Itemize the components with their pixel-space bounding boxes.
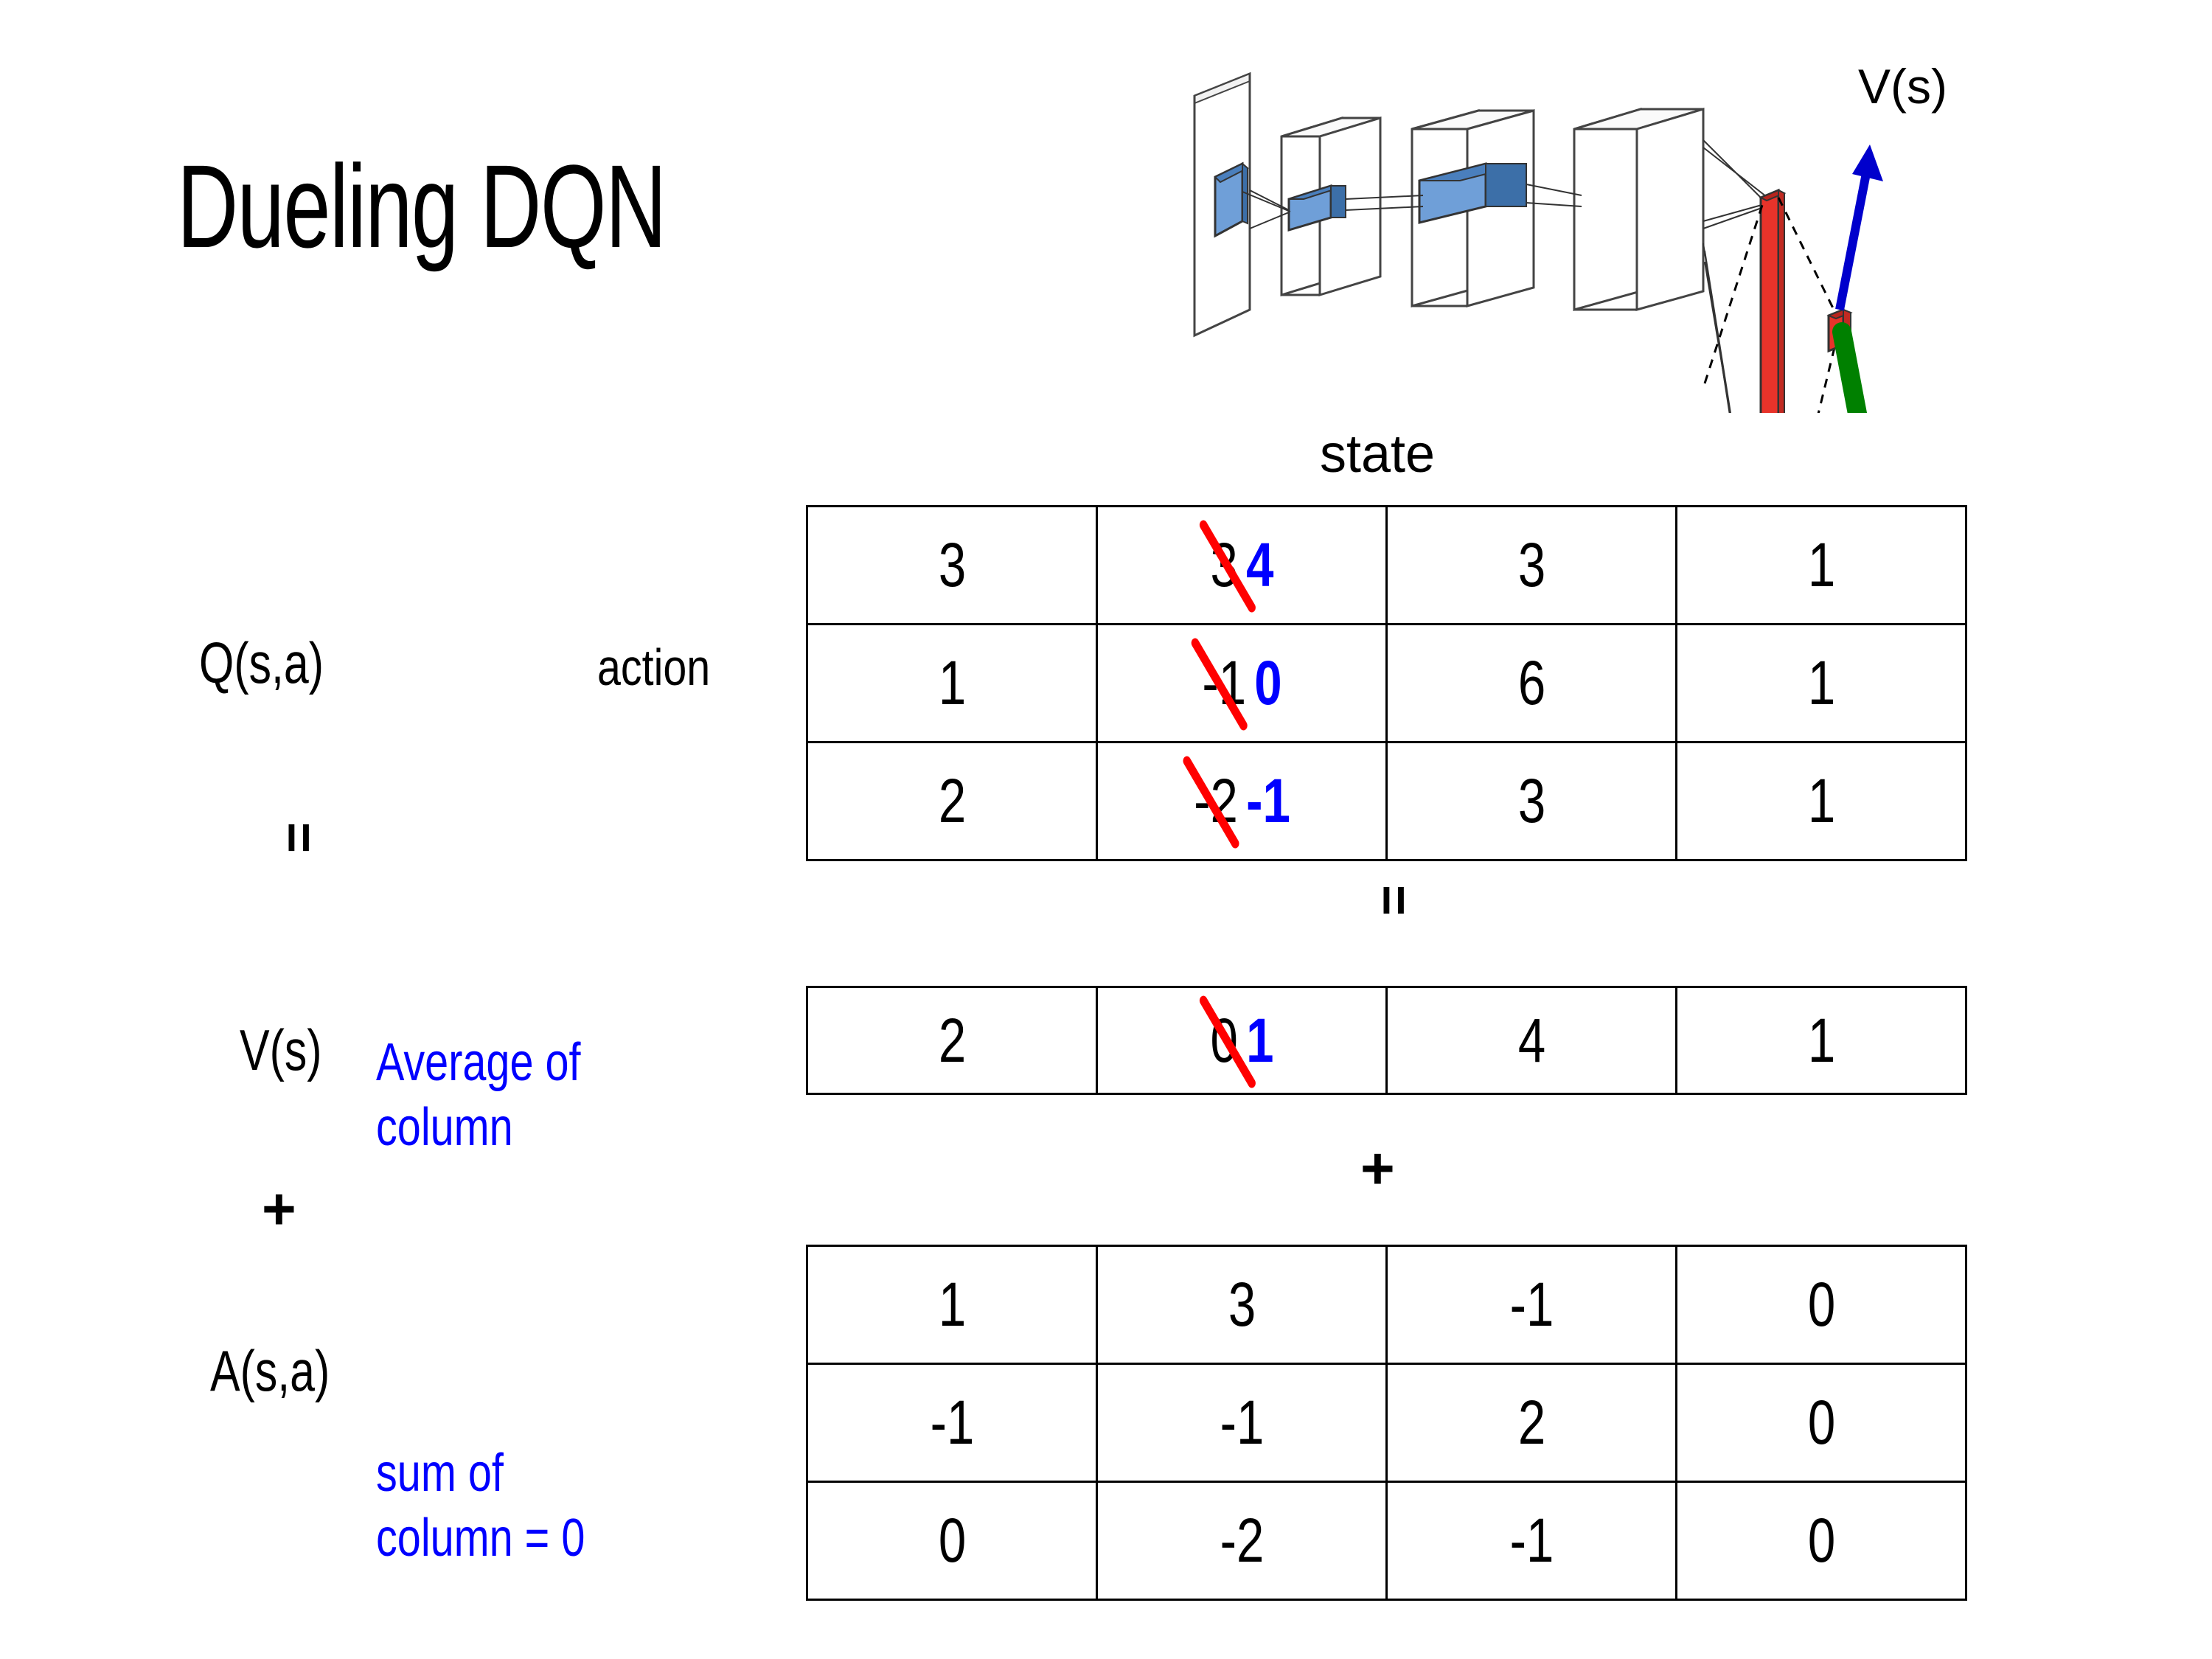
old-value: -2: [1182, 756, 1239, 849]
page-title: Dueling DQN: [177, 140, 667, 272]
q-cell-r2c2: 3: [1414, 741, 1649, 861]
v-cell-c1: 0 1: [1124, 986, 1359, 1095]
q-value-table: 3 3 4 3 1 1 -1: [806, 505, 1967, 861]
table-row: -1 -1 2 0: [807, 1363, 1966, 1483]
table-row: 2 0 1 4 1: [807, 986, 1966, 1095]
q-cell-r2c0: 2: [835, 741, 1069, 861]
value-dashed-lines: [1703, 197, 1839, 413]
v-cell-c2: 4: [1414, 986, 1649, 1095]
q-cell-r1c2: 6: [1414, 623, 1649, 743]
a-cell-r0c0: 1: [835, 1245, 1069, 1365]
table-row: 0 -2 -1 0: [807, 1481, 1966, 1601]
v-cell-c0: 2: [835, 986, 1069, 1095]
q-cell-r0c0: 3: [835, 505, 1069, 625]
v-cell-c3: 1: [1704, 986, 1938, 1095]
old-value: 0: [1199, 995, 1256, 1088]
state-axis-label: state: [1320, 425, 1436, 484]
diagram-v-label: V(s): [1858, 59, 1947, 114]
branch-lines: [1703, 147, 1770, 413]
new-value: 4: [1245, 530, 1273, 599]
a-value-table: 1 3 -1 0 -1 -1 2 0 0 -2 -1 0: [806, 1245, 1967, 1601]
q-cell-r0c2: 3: [1414, 505, 1649, 625]
table-row: 1 -1 0 6 1: [807, 623, 1966, 743]
q-function-label: Q(s,a): [199, 630, 324, 695]
value-arrow-icon: [1835, 145, 1883, 311]
combine-green-path: [1832, 322, 1868, 413]
equals-sign-left: =: [269, 821, 328, 854]
q-cell-r0c3: 1: [1704, 505, 1938, 625]
value-stream-bar-icon: [1759, 188, 1787, 413]
plus-sign-left: +: [262, 1176, 296, 1242]
old-value: 3: [1199, 520, 1256, 613]
action-axis-label: action: [597, 639, 711, 696]
table-row: 1 3 -1 0: [807, 1245, 1966, 1365]
input-plane-icon: [1193, 72, 1251, 338]
a-cell-r2c3: 0: [1704, 1481, 1938, 1601]
a-cell-r0c3: 0: [1704, 1245, 1938, 1365]
table-row: 3 3 4 3 1: [807, 505, 1966, 625]
conv-block-2-icon: [1411, 109, 1535, 307]
q-cell-r0c1: 3 4: [1124, 505, 1359, 625]
v-value-table: 2 0 1 4 1: [806, 986, 1967, 1095]
plus-sign-middle: +: [1360, 1135, 1395, 1201]
q-cell-r1c0: 1: [835, 623, 1069, 743]
annotation-sum-of-column: sum of column = 0: [376, 1444, 585, 1568]
annotation-average-of-column: Average of column: [376, 1033, 581, 1157]
a-cell-r0c2: -1: [1414, 1245, 1649, 1365]
a-function-label: A(s,a): [210, 1338, 330, 1403]
conv-block-3-icon: [1573, 107, 1705, 311]
v-function-label: V(s): [240, 1018, 322, 1082]
a-cell-r1c1: -1: [1124, 1363, 1359, 1483]
a-cell-r2c1: -2: [1124, 1481, 1359, 1601]
q-cell-r1c3: 1: [1704, 623, 1938, 743]
conv-block-1-icon: [1280, 116, 1382, 297]
a-cell-r2c2: -1: [1414, 1481, 1649, 1601]
table-row: 2 -2 -1 3 1: [807, 741, 1966, 861]
new-value: 1: [1245, 1005, 1273, 1075]
dueling-network-diagram: State s V(s) A(s,a) Q(s,a) = A(s,a)+V(s)…: [1193, 59, 1947, 413]
a-cell-r2c0: 0: [835, 1481, 1069, 1601]
new-value: -1: [1245, 766, 1290, 835]
a-cell-r1c2: 2: [1414, 1363, 1649, 1483]
old-value: -1: [1191, 638, 1248, 731]
q-cell-r1c1: -1 0: [1124, 623, 1359, 743]
new-value: 0: [1253, 648, 1282, 717]
q-cell-r2c3: 1: [1704, 741, 1938, 861]
q-cell-r2c1: -2 -1: [1124, 741, 1359, 861]
equals-sign-middle: =: [1364, 884, 1423, 917]
a-cell-r0c1: 3: [1124, 1245, 1359, 1365]
a-cell-r1c3: 0: [1704, 1363, 1938, 1483]
a-cell-r1c0: -1: [835, 1363, 1069, 1483]
